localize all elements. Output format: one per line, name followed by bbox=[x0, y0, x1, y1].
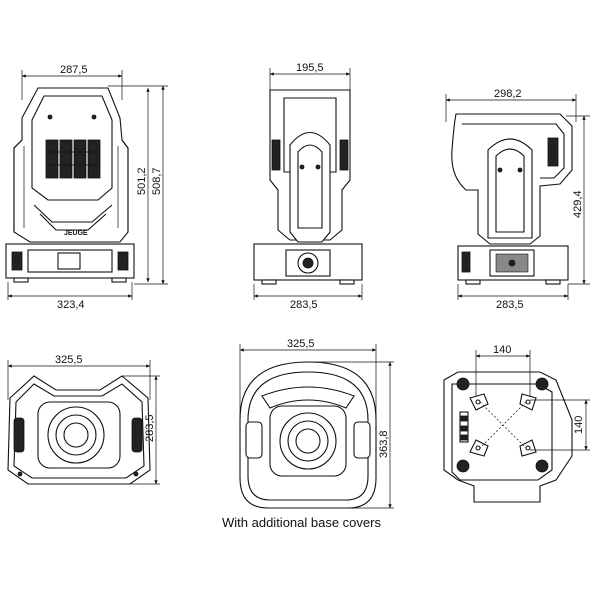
dim-bottom-mount-v: 140 bbox=[573, 416, 585, 434]
covered-view: 325,5 363,8 bbox=[239, 338, 394, 509]
bottom-view: 140 140 bbox=[443, 344, 590, 503]
dim-rear-height: 429,4 bbox=[572, 190, 584, 218]
caption: With additional base covers bbox=[222, 515, 381, 530]
dim-top-depth: 283,5 bbox=[144, 414, 156, 442]
dim-bottom-mount-h: 140 bbox=[493, 344, 511, 356]
front-view: JEUGE 287,5 323,4 501,2 508,7 bbox=[5, 64, 168, 311]
dim-rear-base-width: 283,5 bbox=[496, 299, 524, 311]
dim-top-width: 325,5 bbox=[55, 354, 83, 366]
dim-front-height-inner: 501,2 bbox=[136, 167, 148, 195]
dim-covered-depth: 363,8 bbox=[378, 430, 390, 458]
dim-side-width: 195,5 bbox=[296, 62, 324, 74]
dim-front-height-outer: 508,7 bbox=[151, 167, 163, 195]
dim-front-base-width: 323,4 bbox=[57, 299, 85, 311]
dim-side-base-width: 283,5 bbox=[290, 299, 318, 311]
dim-rear-width: 298,2 bbox=[494, 88, 522, 100]
side-view: 195,5 283,5 bbox=[253, 62, 363, 311]
dim-front-width: 287,5 bbox=[60, 64, 88, 76]
top-view: 325,5 283,5 bbox=[7, 354, 160, 485]
brand-text: JEUGE bbox=[64, 230, 88, 237]
dim-covered-width: 325,5 bbox=[287, 338, 315, 350]
rear-view: 298,2 429,4 283,5 bbox=[445, 88, 590, 311]
